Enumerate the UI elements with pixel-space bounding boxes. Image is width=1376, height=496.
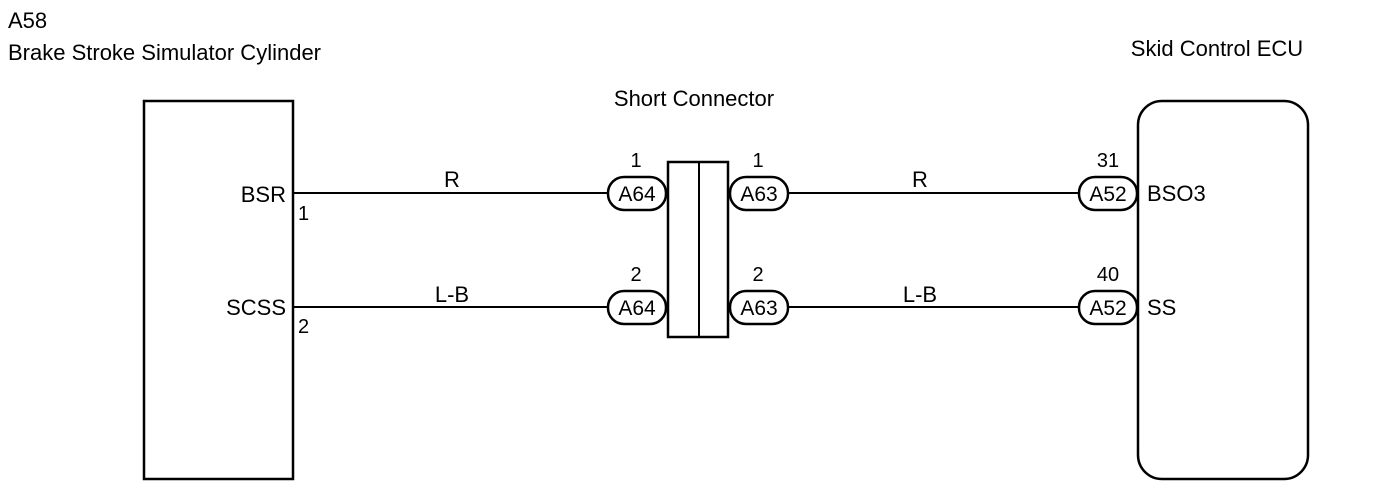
right-component-name: Skid Control ECU — [1131, 36, 1303, 61]
connector-a64-bottom-pin: 2 — [630, 264, 641, 286]
right-terminal-pin-2: 40 — [1097, 264, 1119, 286]
connector-a52-bottom — [1077, 289, 1139, 326]
right-component-box — [1136, 99, 1310, 481]
right-terminal-label-1: BSO3 — [1147, 181, 1206, 206]
left-component-code: A58 — [8, 8, 47, 33]
left-component-name: Brake Stroke Simulator Cylinder — [8, 40, 321, 65]
wire-1-left-color: R — [444, 167, 460, 192]
right-terminal-label-2: SS — [1147, 295, 1176, 320]
left-terminal-label-1: BSR — [241, 182, 286, 207]
wire-2-left-color: L-B — [435, 282, 469, 307]
connector-a64-top — [606, 175, 668, 212]
connector-a63-bottom-pin: 2 — [752, 264, 763, 286]
connector-a52-top — [1077, 175, 1139, 212]
connector-a64-top-code: A64 — [618, 183, 656, 206]
connector-a64-bottom — [606, 289, 668, 326]
wire-2-right-color: L-B — [903, 282, 937, 307]
connector-a63-bottom — [728, 289, 790, 326]
connector-a63-bottom-code: A63 — [740, 297, 777, 320]
connector-a63-top — [728, 175, 790, 212]
connector-a64-bottom-code: A64 — [618, 297, 656, 320]
connector-a52-top-code: A52 — [1089, 183, 1126, 206]
left-terminal-label-2: SCSS — [226, 295, 286, 320]
left-terminal-pin-1: 1 — [298, 203, 309, 225]
wire-1-right-color: R — [912, 167, 928, 192]
connector-a52-bottom-code: A52 — [1089, 297, 1126, 320]
connector-a64-top-pin: 1 — [630, 150, 641, 172]
right-terminal-pin-1: 31 — [1097, 150, 1119, 172]
left-terminal-pin-2: 2 — [298, 316, 309, 338]
connector-a63-top-pin: 1 — [752, 150, 763, 172]
connector-a63-top-code: A63 — [740, 183, 777, 206]
short-connector-title: Short Connector — [614, 86, 774, 111]
left-component-box — [142, 99, 295, 481]
